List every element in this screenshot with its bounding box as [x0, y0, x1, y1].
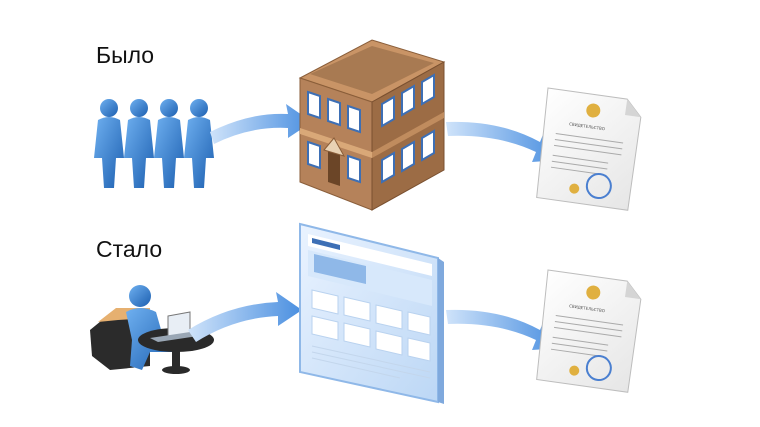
- arrow-icon: [188, 292, 302, 342]
- building-icon: [298, 39, 446, 211]
- certificate-icon: СВИДЕТЕЛЬСТВО: [536, 87, 642, 211]
- label-before: Было: [96, 42, 155, 68]
- people-group-icon: [94, 99, 214, 188]
- certificate-title: СВИДЕТЕЛЬСТВО: [569, 303, 605, 313]
- certificate-title: СВИДЕТЕЛЬСТВО: [569, 121, 605, 131]
- certificate-icon: СВИДЕТЕЛЬСТВО: [536, 269, 642, 393]
- label-after: Стало: [96, 236, 163, 262]
- web-portal-icon: [299, 222, 444, 404]
- arrow-icon: [446, 121, 560, 162]
- arrow-icon: [446, 309, 560, 350]
- arrow-icon: [210, 104, 312, 144]
